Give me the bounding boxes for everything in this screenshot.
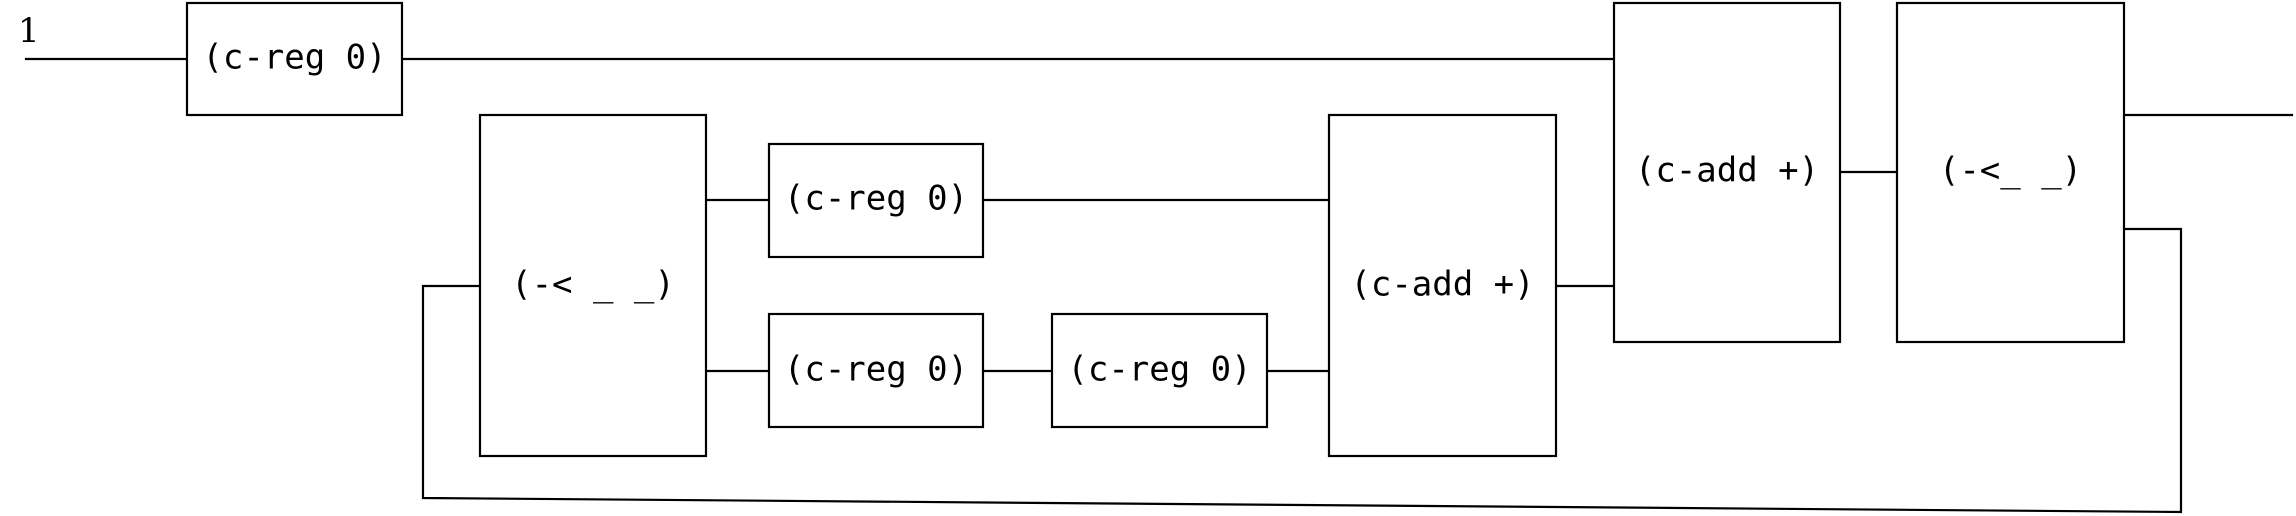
block-label: (-< _ _) (511, 265, 675, 305)
block-label: (c-reg 0) (784, 350, 968, 390)
block-label: (c-reg 0) (202, 38, 386, 78)
block-fork-right: (-<_ _) (1895, 1, 2126, 344)
block-mid-reg-lower-a: (c-reg 0) (767, 312, 985, 429)
block-label: (-<_ _) (1939, 151, 2082, 191)
block-mid-reg-upper: (c-reg 0) (767, 142, 985, 259)
wire-feedback-loop (421, 227, 2183, 514)
block-label: (c-add +) (1635, 151, 1819, 191)
block-mid-reg-lower-b: (c-reg 0) (1050, 312, 1269, 429)
block-add-outer: (c-add +) (1612, 1, 1842, 344)
block-fork-left: (-< _ _) (478, 113, 708, 458)
block-label: (c-add +) (1350, 265, 1534, 305)
block-label: (c-reg 0) (1067, 350, 1251, 390)
block-label: (c-reg 0) (784, 179, 968, 219)
block-add-inner: (c-add +) (1327, 113, 1558, 458)
wires (24, 57, 2294, 514)
input-label: 1 (18, 11, 40, 51)
block-top-reg: (c-reg 0) (185, 1, 404, 117)
